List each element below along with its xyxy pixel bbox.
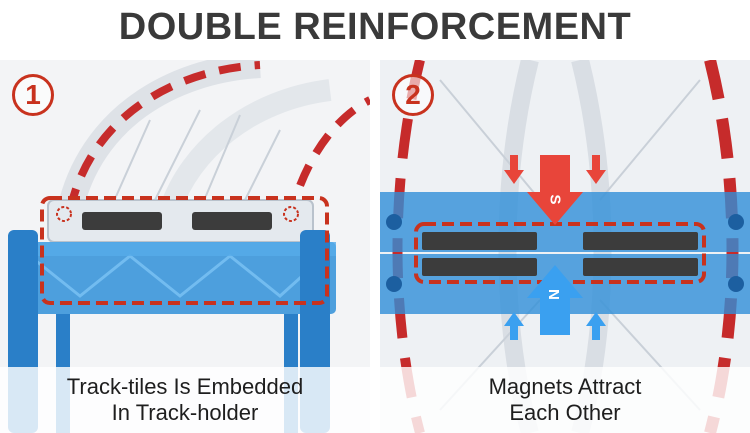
magnet-bottom-left	[422, 258, 537, 276]
magnet-bottom-right	[583, 258, 698, 276]
small-blue-arrow-right	[586, 312, 606, 340]
step-number-badge: 1	[12, 74, 54, 116]
caption-line-1: Magnets Attract	[488, 374, 642, 399]
magnet-left	[82, 212, 162, 230]
caption-line-1: Track-tiles Is Embedded	[66, 374, 304, 399]
panel-track-holder: 1 Track-tiles Is Embedded In Track-holde…	[0, 60, 370, 433]
south-pole-arrow	[527, 155, 583, 225]
north-pole-label: N	[545, 289, 563, 300]
magnet-top-right	[583, 232, 698, 250]
north-pole-arrow	[527, 265, 583, 335]
panel-magnets: S N 2 Magnets Attract Each Other	[380, 60, 750, 433]
small-red-arrow-right	[586, 155, 606, 184]
highlight-box	[40, 196, 329, 305]
caption-line-2: In Track-holder	[111, 400, 259, 425]
magnet-top-left	[422, 232, 537, 250]
small-blue-arrow-left	[504, 312, 524, 340]
caption: Track-tiles Is Embedded In Track-holder	[0, 367, 370, 433]
caption-line-2: Each Other	[509, 400, 621, 425]
magnet-right	[192, 212, 272, 230]
blue-track-holder	[14, 242, 336, 314]
caption: Magnets Attract Each Other	[380, 367, 750, 433]
headline: DOUBLE REINFORCEMENT	[118, 6, 632, 48]
step-number-badge: 2	[392, 74, 434, 116]
south-pole-label: S	[546, 194, 564, 205]
small-red-arrow-left	[504, 155, 524, 184]
